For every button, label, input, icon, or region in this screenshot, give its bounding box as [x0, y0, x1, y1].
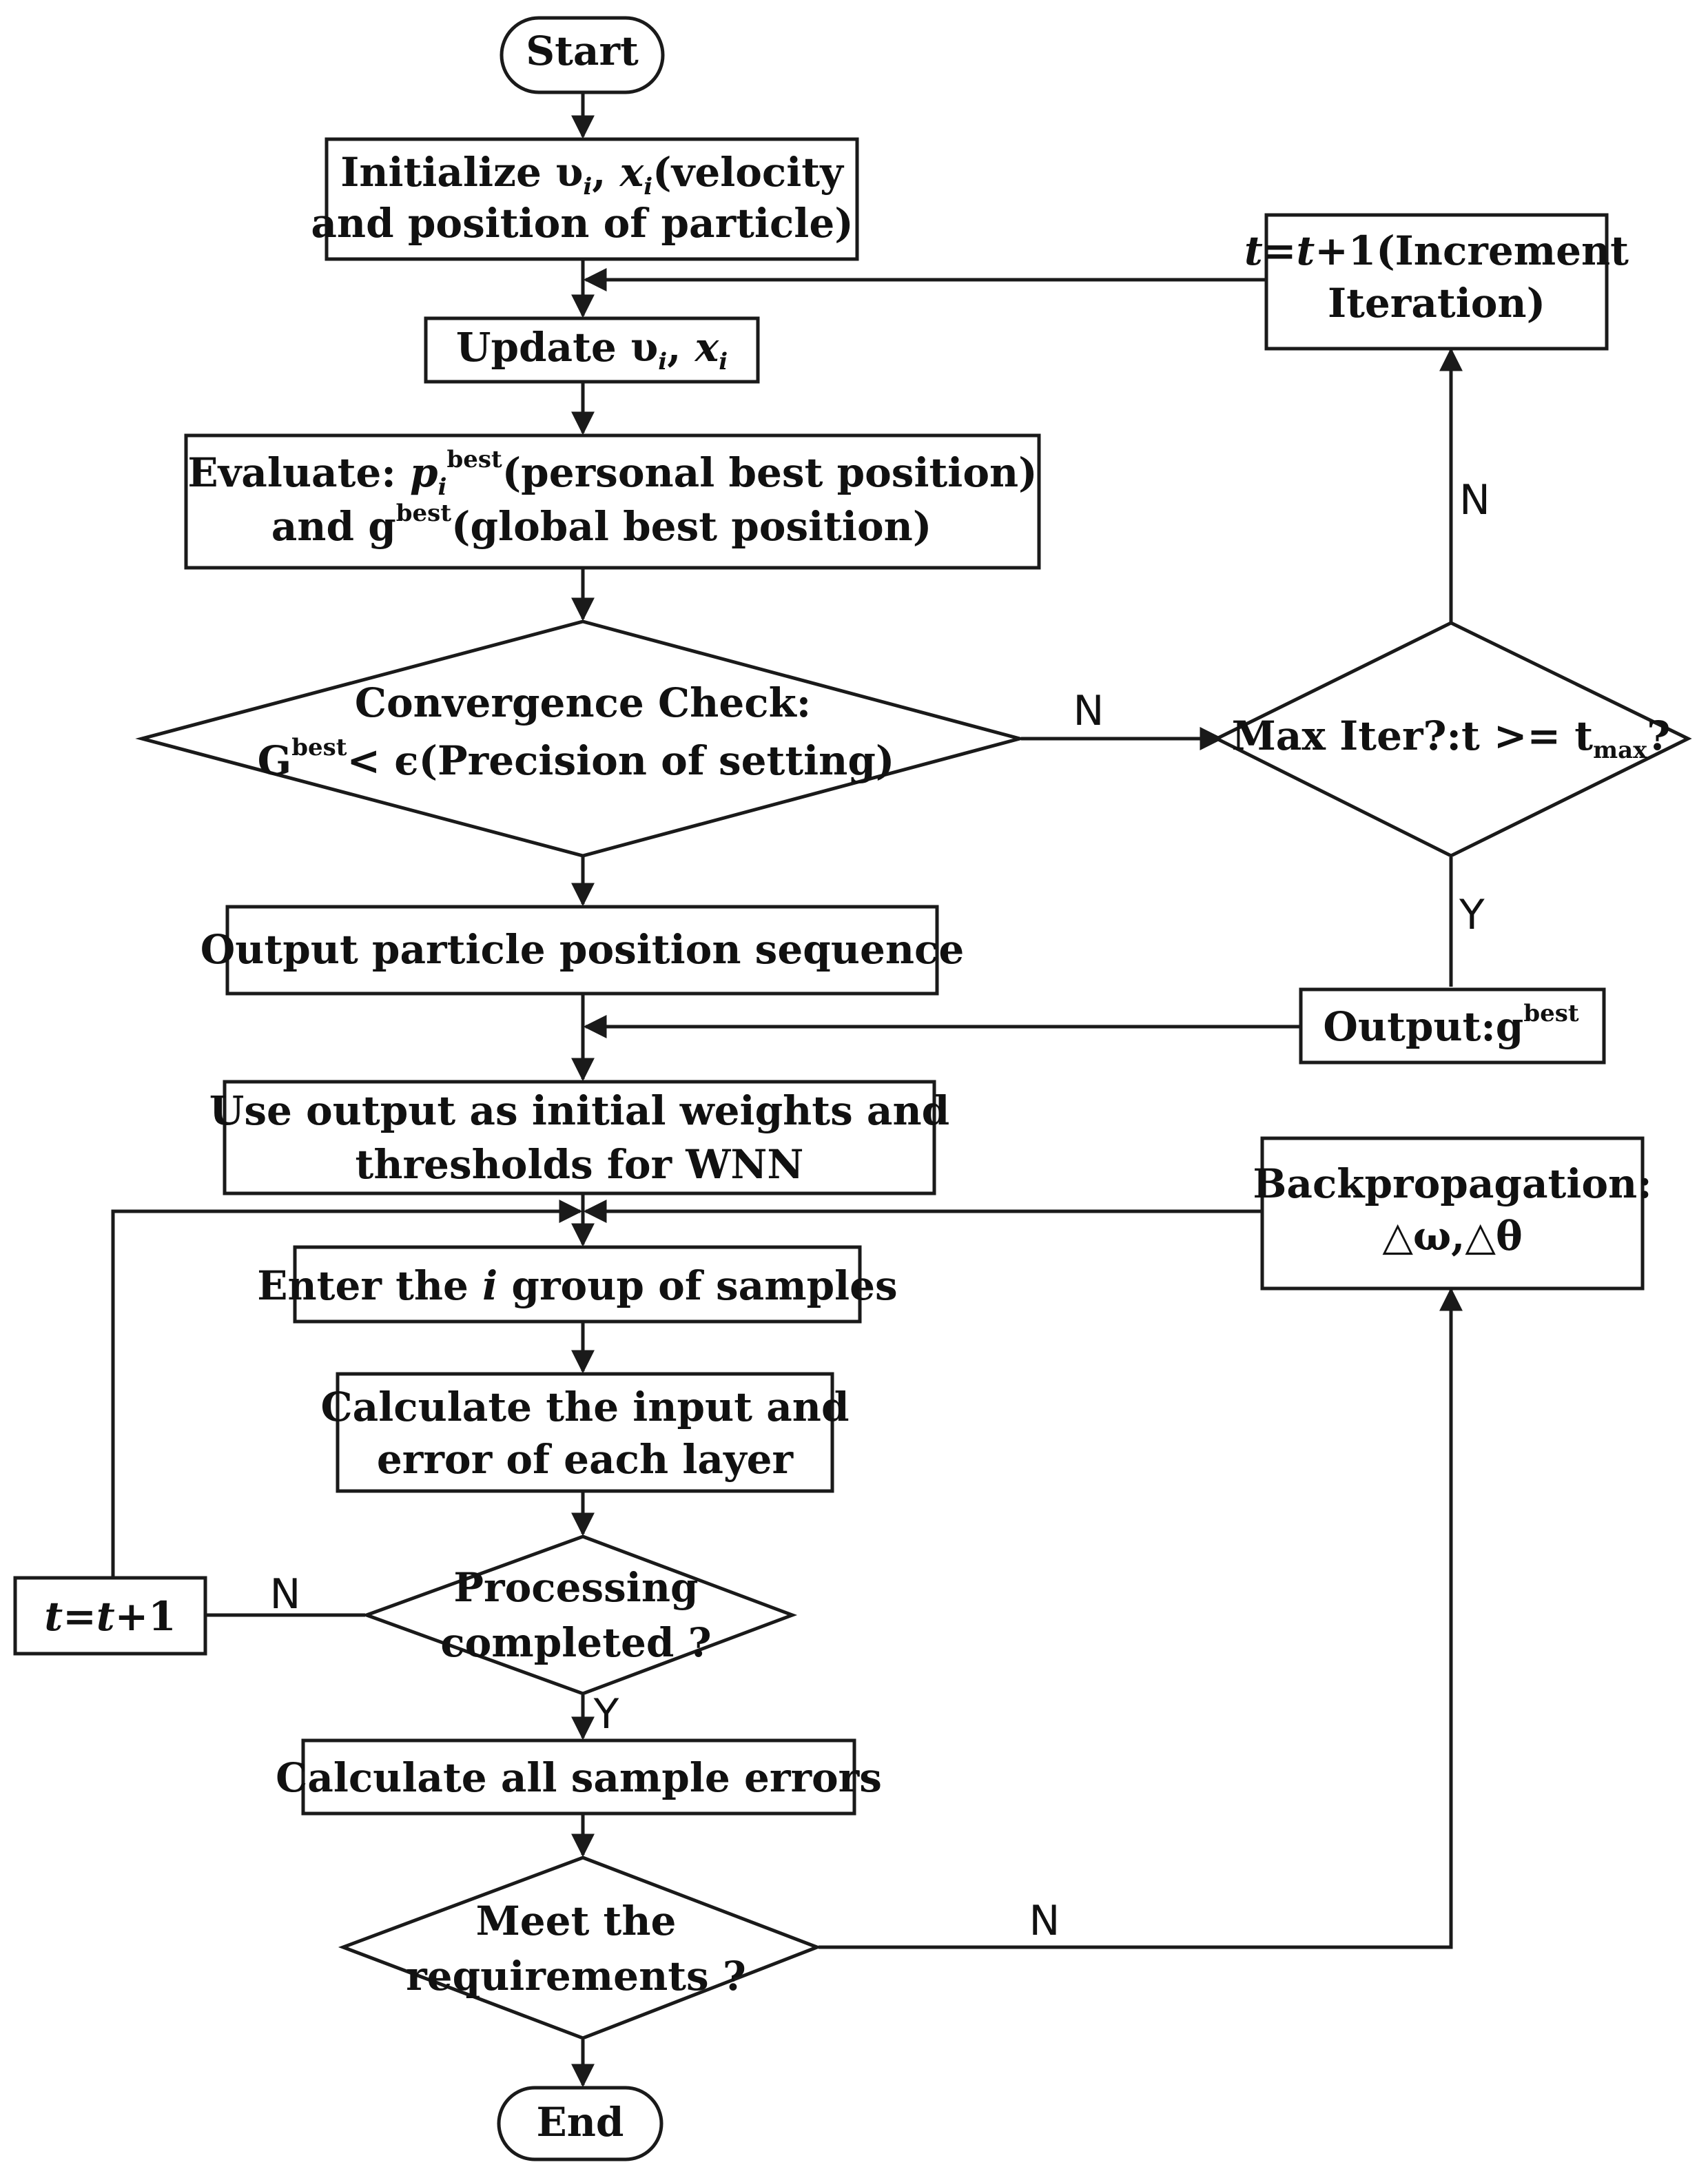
output-gbest-label: Output:gbest: [1323, 1000, 1579, 1050]
connectors: [111, 94, 1463, 2088]
maxiter-yes-label: Y: [1459, 891, 1485, 939]
node-max-iter: Max Iter?:t >= tmax?: [1213, 621, 1692, 858]
convergence-line1: Convergence Check:: [355, 679, 811, 726]
node-output-sequence: Output particle position sequence: [200, 905, 965, 996]
start-label: Start: [526, 28, 639, 74]
edge-meet-backprop: [819, 1287, 1463, 1949]
node-calc-layer: Calculate the input and error of each la…: [320, 1372, 850, 1493]
edge-tplus-enter: [111, 1200, 583, 1576]
meet-line1: Meet the: [476, 1898, 677, 1944]
node-enter-samples: Enter the i group of samples: [257, 1245, 898, 1324]
node-start: Start: [500, 16, 665, 94]
evaluate-line1: Evaluate: pibest(personal best position): [187, 446, 1037, 501]
increment-line1: t=t+1(Increment: [1244, 227, 1629, 274]
calc-all-label: Calculate all sample errors: [276, 1754, 882, 1801]
meet-line2: requirements ?: [406, 1953, 746, 2000]
backprop-line2: △ω,△θ: [1382, 1213, 1522, 1260]
node-processing: Processing completed ?: [361, 1534, 798, 1696]
node-update: Update υi, xi: [424, 316, 760, 384]
enter-samples-label: Enter the i group of samples: [257, 1262, 897, 1309]
node-calc-all: Calculate all sample errors: [276, 1738, 882, 1816]
node-output-gbest: Output:gbest: [1299, 987, 1606, 1065]
node-convergence-check: Convergence Check: Gbest< ϵ(Precision of…: [135, 619, 1027, 858]
node-end: End: [497, 2086, 663, 2161]
convergence-line2: Gbest< ϵ(Precision of setting): [258, 734, 895, 784]
evaluate-line2: and gbest(global best position): [271, 500, 932, 550]
maxiter-label: Max Iter?:t >= tmax?: [1232, 712, 1671, 764]
use-output-line1: Use output as initial weights and: [209, 1087, 950, 1134]
increment-line2: Iteration): [1328, 280, 1545, 327]
end-label: End: [537, 2099, 624, 2146]
node-increment: t=t+1(Increment Iteration): [1244, 213, 1629, 351]
processing-no-label: N: [270, 1570, 301, 1619]
processing-yes-label: Y: [593, 1690, 619, 1738]
node-initialize: Initialize υi, xi(velocity and position …: [311, 137, 859, 261]
use-output-line2: thresholds for WNN: [356, 1141, 804, 1188]
update-label: Update υi, xi: [456, 324, 728, 376]
initialize-line1: Initialize υi, xi(velocity: [340, 149, 845, 201]
node-meet-requirements: Meet the requirements ?: [338, 1856, 822, 2040]
backprop-line1: Backpropagation:: [1253, 1160, 1652, 1207]
node-use-output: Use output as initial weights and thresh…: [209, 1080, 950, 1195]
edge-labels: N N Y N Y N: [270, 476, 1490, 1945]
output-sequence-label: Output particle position sequence: [200, 926, 965, 973]
maxiter-no-label: N: [1459, 476, 1490, 524]
t-increment-label: t=t+1: [44, 1593, 176, 1640]
processing-line1: Processing: [453, 1564, 698, 1611]
node-t-increment: t=t+1: [13, 1576, 207, 1656]
node-evaluate: Evaluate: pibest(personal best position)…: [184, 433, 1041, 570]
initialize-line2: and position of particle): [311, 200, 853, 247]
meet-no-label: N: [1029, 1897, 1060, 1945]
convergence-no-label: N: [1073, 687, 1104, 735]
calc-layer-line1: Calculate the input and: [320, 1384, 849, 1430]
node-backpropagation: Backpropagation: △ω,△θ: [1253, 1136, 1652, 1291]
processing-line2: completed ?: [440, 1619, 711, 1666]
calc-layer-line2: error of each layer: [377, 1436, 794, 1483]
